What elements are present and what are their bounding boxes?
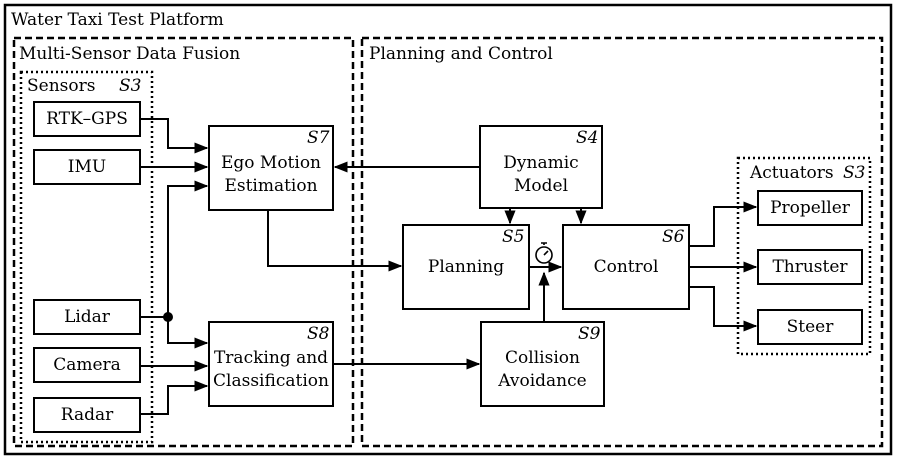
collision-line2: Avoidance <box>498 371 587 391</box>
stopwatch-icon <box>535 242 553 264</box>
imu-label: IMU <box>67 157 107 177</box>
planning-label: Planning <box>427 257 505 277</box>
tracking-line1: Tracking and <box>213 348 329 368</box>
collision-tag: S9 <box>578 324 601 344</box>
lidar-junction-dot <box>163 312 173 322</box>
platform-frame <box>3 3 893 456</box>
steer-label: Steer <box>786 317 834 337</box>
actuators-title: Actuators <box>750 163 834 183</box>
dynamic-model-tag: S4 <box>576 128 599 148</box>
control-label: Control <box>593 257 659 277</box>
arrow-lidar-to-ego <box>167 180 209 317</box>
rtk-gps-label: RTK–GPS <box>46 109 128 129</box>
platform-title: Water Taxi Test Platform <box>11 10 224 30</box>
fusion-title: Multi-Sensor Data Fusion <box>19 44 241 64</box>
actuators-tag: S3 <box>843 163 866 183</box>
radar-box <box>33 397 141 433</box>
rtk-gps-box <box>33 101 141 137</box>
dynamic-model-line2: Model <box>513 176 569 196</box>
arrow-control-to-steer <box>689 286 758 332</box>
tracking-box <box>208 321 334 407</box>
lidar-box <box>33 299 141 335</box>
tracking-line2: Classification <box>213 371 329 391</box>
planning-control-title: Planning and Control <box>369 44 553 64</box>
planning-control-frame <box>360 36 884 448</box>
lidar-label: Lidar <box>64 307 110 327</box>
sensors-title: Sensors <box>27 76 96 96</box>
ego-motion-tag: S7 <box>307 128 330 148</box>
propeller-box <box>757 190 863 226</box>
arrow-lidar-to-tracking <box>167 317 209 349</box>
camera-label: Camera <box>53 355 121 375</box>
collision-line1: Collision <box>505 348 580 368</box>
tracking-tag: S8 <box>307 324 330 344</box>
thruster-label: Thruster <box>772 257 848 277</box>
actuators-frame <box>736 156 872 356</box>
sensors-tag: S3 <box>119 76 142 96</box>
dynamic-model-box <box>479 125 603 209</box>
arrow-ego-to-planning <box>267 210 403 272</box>
control-box <box>562 224 690 310</box>
radar-label: Radar <box>60 405 114 425</box>
ego-motion-line1: Ego Motion <box>220 153 322 173</box>
sensors-frame <box>19 70 154 444</box>
arrow-control-to-propeller <box>689 201 758 247</box>
steer-box <box>757 309 863 345</box>
planning-box <box>402 224 530 310</box>
dynamic-model-line1: Dynamic <box>503 153 579 173</box>
ego-motion-box <box>208 125 334 211</box>
arrow-radar-to-tracking <box>140 380 209 415</box>
fusion-frame <box>12 36 355 448</box>
collision-box <box>480 321 605 407</box>
control-tag: S6 <box>662 227 685 247</box>
ego-motion-line2: Estimation <box>224 176 318 196</box>
propeller-label: Propeller <box>770 198 850 218</box>
arrow-rtk-to-ego <box>140 118 209 154</box>
camera-box <box>33 347 141 383</box>
planning-tag: S5 <box>502 227 525 247</box>
thruster-box <box>757 249 863 285</box>
